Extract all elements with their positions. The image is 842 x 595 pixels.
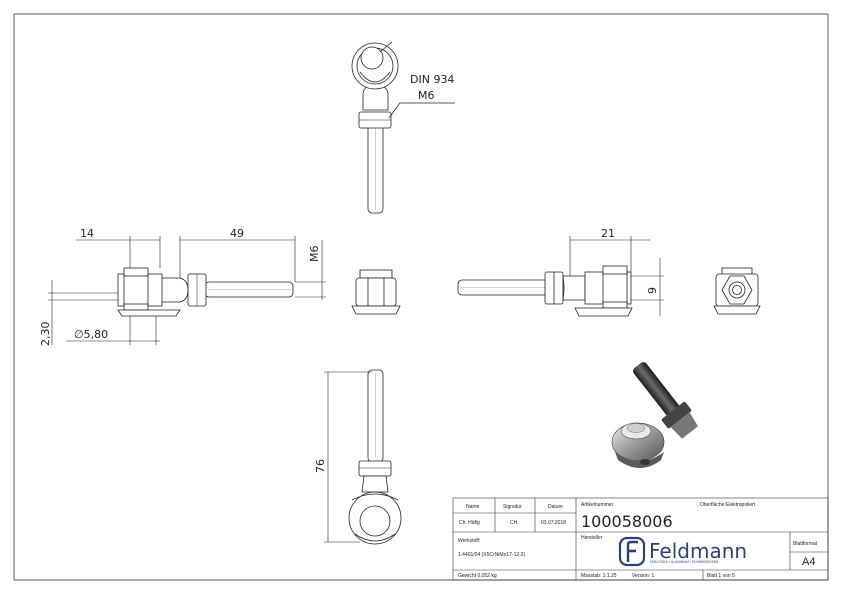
- pin-head: [359, 269, 393, 279]
- fork-body: [584, 271, 632, 305]
- logo-mark: [618, 536, 646, 567]
- fork-body: [355, 277, 397, 307]
- name-label: Name: [466, 504, 480, 510]
- format-value: A4: [802, 556, 815, 568]
- article-label: Artikelnummer: [581, 502, 614, 508]
- pin-head: [602, 265, 628, 275]
- pin-head: [360, 46, 384, 70]
- pin-head: [123, 267, 149, 277]
- callout-line1: DIN 934: [410, 73, 454, 86]
- manufacturer-label: Hersteller: [581, 535, 603, 541]
- dim-49: 49: [230, 227, 244, 240]
- din934-callout: DIN 934 M6: [388, 73, 455, 119]
- split-pin: [351, 305, 401, 315]
- hex-nut: [358, 460, 392, 477]
- fork-neck: [361, 475, 389, 493]
- rod-end-inner: [732, 285, 742, 295]
- drawing-frame: [13, 13, 829, 581]
- signature-value: CH: [510, 520, 518, 526]
- pin-end: [602, 301, 628, 309]
- dim-9: 9: [646, 287, 659, 294]
- title-block-text: Name Signatur Datum Ch. Häfig CH 03.07.2…: [458, 502, 818, 579]
- dim-2-30: 2,30: [39, 322, 52, 347]
- dim-14: 14: [80, 227, 94, 240]
- logo-name: Feldmann: [649, 539, 747, 563]
- fork-neck: [562, 275, 586, 301]
- version: Version: 1: [632, 573, 654, 579]
- logo-tagline: EDELSTAHL • ALUMINIUM • SCHMIEDEEISEN: [650, 560, 719, 564]
- scale: Masstab: 1:1.25: [581, 573, 617, 579]
- left-side-view: [117, 267, 294, 317]
- surface-value: Elektropoliert: [726, 502, 756, 508]
- front-view: [351, 269, 401, 315]
- title-block-frame: [452, 497, 829, 581]
- dim-m6: M6: [308, 246, 321, 263]
- split-pin: [117, 309, 181, 317]
- right-side-view: [457, 265, 633, 317]
- surface-label: Oberfläche:: [700, 502, 726, 508]
- material-label: Werkstoff:: [458, 538, 480, 544]
- material-value: 1.4401/04 (X5CrNiMo17-12-2): [458, 552, 526, 558]
- bottom-view-dimension: [324, 371, 372, 543]
- title-block: [452, 497, 829, 581]
- fork-body: [117, 273, 163, 307]
- dim-76: 76: [314, 459, 327, 473]
- dim-21: 21: [601, 227, 615, 240]
- sheet-number: Blatt 1 von 5: [707, 573, 735, 579]
- left-view-dimensions: [48, 236, 326, 345]
- article-number: 100058006: [581, 512, 673, 531]
- end-view: [713, 267, 761, 315]
- feldmann-logo: Feldmann EDELSTAHL • ALUMINIUM • SCHMIED…: [618, 536, 747, 567]
- iso-threaded-rod: [633, 362, 681, 418]
- callout-line2: M6: [418, 89, 435, 102]
- date-value: 03.07.2018: [541, 520, 566, 526]
- pin-end: [123, 303, 149, 311]
- name-value: Ch. Häfig: [459, 520, 480, 526]
- top-view: [351, 41, 399, 214]
- right-view-dimensions: [569, 236, 664, 316]
- format-label: Blattformat: [793, 541, 818, 547]
- dim-5-80: ∅5,80: [74, 328, 108, 341]
- iso-fork-neck: [670, 412, 698, 439]
- bottom-view: [348, 369, 402, 545]
- iso-hex-nut: [661, 401, 692, 429]
- split-pin: [574, 307, 633, 317]
- split-pin: [713, 305, 761, 315]
- date-label: Datum: [548, 504, 563, 510]
- fork-neck: [159, 277, 189, 303]
- isometric-view: [611, 362, 698, 468]
- weight: Gewicht 0,052 kg: [458, 573, 497, 579]
- signature-label: Signatur: [503, 504, 522, 510]
- fork-eye-inner: [359, 505, 391, 537]
- iso-split-pin: [615, 452, 664, 468]
